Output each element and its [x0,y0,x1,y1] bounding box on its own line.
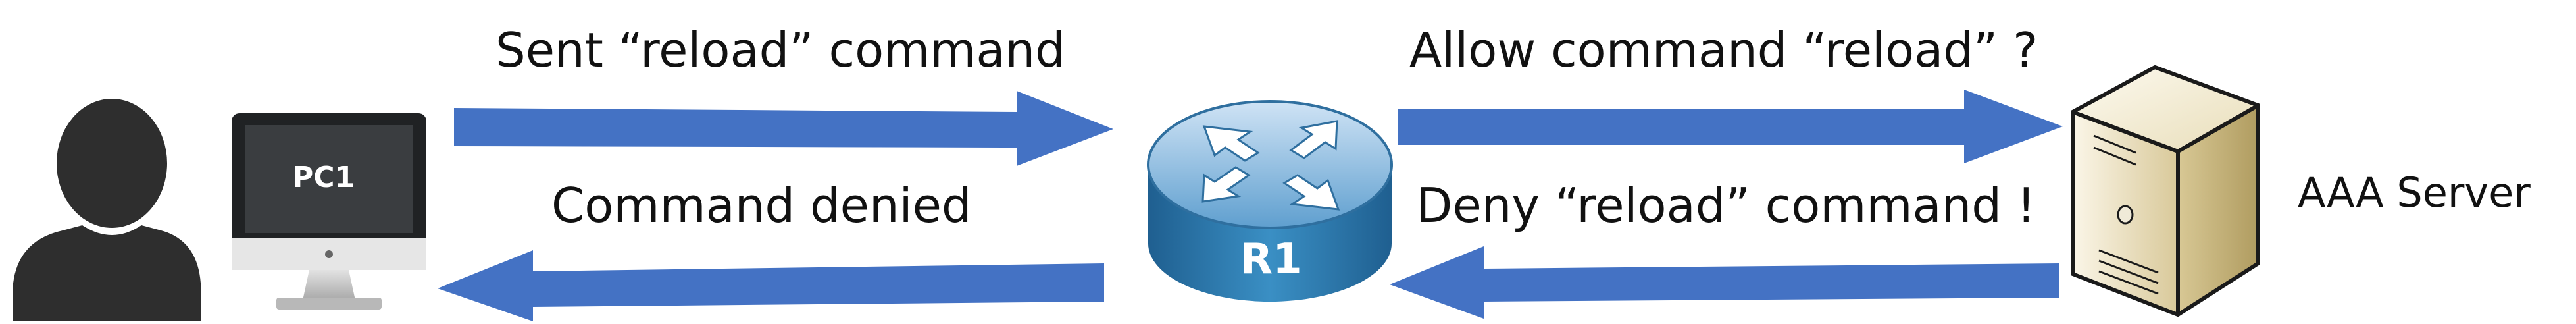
arrow-pc-to-router [454,91,1113,166]
message-pc-to-router: Sent “reload” command [495,22,1065,78]
message-router-to-pc: Command denied [551,178,972,233]
router-label: R1 [1240,235,1302,284]
pc-label: PC1 [292,161,355,194]
router-icon [1147,100,1393,302]
message-server-to-router: Deny “reload” command ! [1416,178,2036,233]
server-icon [2071,65,2260,317]
arrow-server-to-router [1390,246,2059,319]
arrow-router-to-pc [438,250,1104,321]
user-icon [13,99,201,321]
message-router-to-server: Allow command “reload” ? [1409,22,2038,78]
arrow-router-to-server [1398,90,2063,163]
server-label: AAA Server [2298,169,2531,217]
computer-icon [232,113,426,310]
